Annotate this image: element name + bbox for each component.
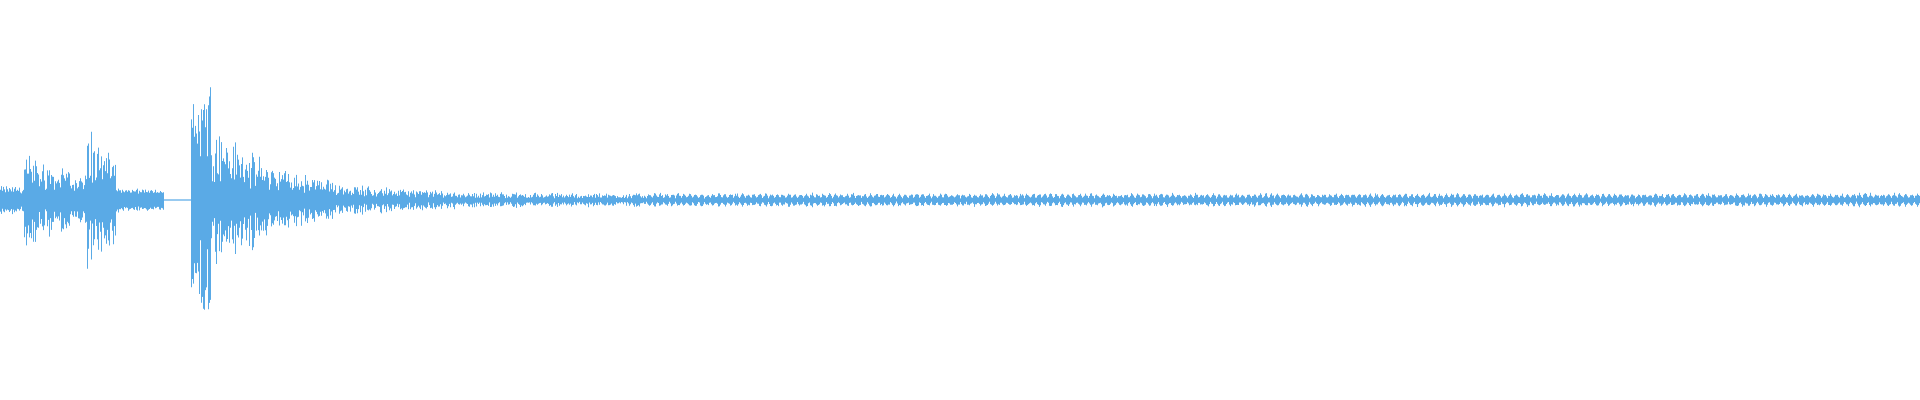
waveform-trace — [0, 87, 1920, 310]
